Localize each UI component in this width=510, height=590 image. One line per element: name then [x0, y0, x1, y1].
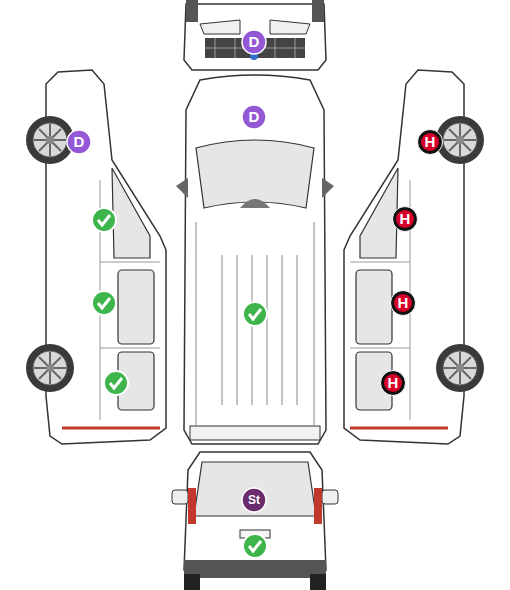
- front-view: [184, 0, 326, 70]
- marker-letter: D: [241, 29, 267, 55]
- rear-view: [172, 452, 338, 590]
- damage-marker: H: [392, 206, 418, 232]
- marker-letter: H: [390, 290, 416, 316]
- right-side-view: [344, 70, 484, 444]
- damage-marker: H: [390, 290, 416, 316]
- marker-letter: H: [392, 206, 418, 232]
- dent-marker: D: [241, 104, 267, 130]
- damage-marker: H: [380, 370, 406, 396]
- marker-letter: D: [66, 129, 92, 155]
- marker-letter: H: [417, 129, 443, 155]
- left-side-view: [26, 70, 166, 444]
- check-marks: [92, 208, 267, 558]
- dent-marker: D: [66, 129, 92, 155]
- marker-letter: St: [241, 487, 267, 513]
- marker-letter: D: [241, 104, 267, 130]
- marker-letter: H: [380, 370, 406, 396]
- damage-marker: H: [417, 129, 443, 155]
- dent-marker: D: [241, 29, 267, 55]
- top-view: [176, 75, 334, 444]
- stone-chip-marker: St: [241, 487, 267, 513]
